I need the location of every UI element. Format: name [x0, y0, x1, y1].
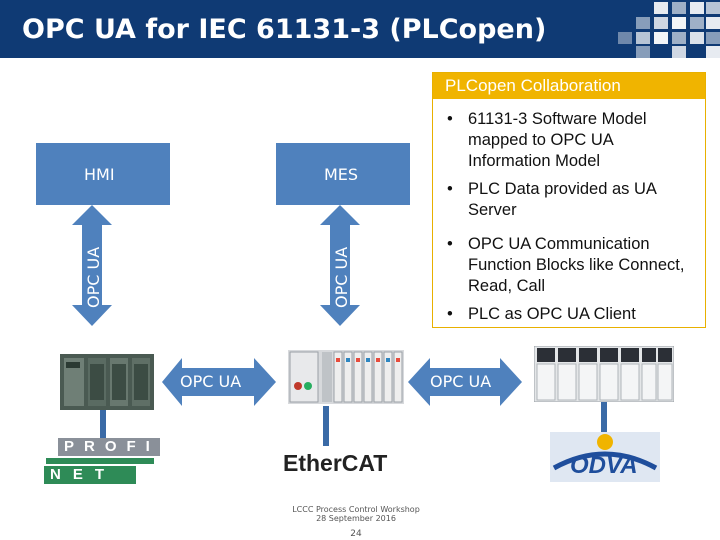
- bullet-item: PLC as OPC UA Client: [433, 304, 699, 325]
- hmi-box: HMI: [36, 143, 170, 205]
- profinet-logo: PROFI NET: [44, 438, 164, 484]
- footer: LCCC Process Control Workshop 28 Septemb…: [270, 505, 442, 539]
- page-number: 24: [350, 529, 362, 539]
- ethercat-logo: EtherCAT: [283, 450, 388, 476]
- profinet-logo-bottom: NET: [44, 466, 136, 484]
- right-link-label: OPC UA: [430, 372, 492, 391]
- odva-logo-text: ODVA: [570, 452, 638, 479]
- footer-line-2: 28 September 2016: [316, 514, 396, 523]
- profinet-logo-top: PROFI: [58, 438, 160, 456]
- plc-device-center-icon: [288, 350, 404, 404]
- footer-line-1: LCCC Process Control Workshop: [292, 505, 420, 514]
- plc-device-left-icon: [60, 354, 154, 410]
- connector-line: [601, 398, 607, 434]
- connector-line: [323, 406, 329, 446]
- right-double-arrow: [408, 358, 522, 406]
- collaboration-heading: PLCopen Collaboration: [433, 73, 705, 99]
- left-double-arrow: [162, 358, 276, 406]
- slide-title: OPC UA for IEC 61131-3 (PLCopen): [22, 14, 547, 45]
- mes-box: MES: [276, 143, 410, 205]
- decorative-grid: [618, 2, 720, 58]
- collaboration-bullets: 61131-3 Software Model mapped to OPC UA …: [433, 109, 705, 325]
- connector-line: [100, 404, 106, 438]
- hmi-link-label: OPC UA: [84, 246, 103, 308]
- mes-double-arrow: [320, 205, 360, 326]
- bullet-item: OPC UA Communication Function Blocks lik…: [433, 234, 699, 297]
- mes-label: MES: [324, 165, 359, 184]
- profinet-logo-stripe: [46, 458, 154, 464]
- left-link-label: OPC UA: [180, 372, 242, 391]
- hmi-label: HMI: [84, 165, 115, 184]
- bullet-item: PLC Data provided as UA Server: [433, 179, 699, 221]
- title-bar: OPC UA for IEC 61131-3 (PLCopen): [0, 0, 720, 58]
- hmi-double-arrow: [72, 205, 112, 326]
- mes-link-label: OPC UA: [332, 246, 351, 308]
- odva-logo: ODVA: [550, 432, 660, 482]
- plc-device-right-icon: [534, 346, 674, 402]
- plcopen-collaboration-box: PLCopen Collaboration 61131-3 Software M…: [432, 72, 706, 328]
- bullet-item: 61131-3 Software Model mapped to OPC UA …: [433, 109, 699, 172]
- odva-swoosh-icon: [552, 434, 658, 471]
